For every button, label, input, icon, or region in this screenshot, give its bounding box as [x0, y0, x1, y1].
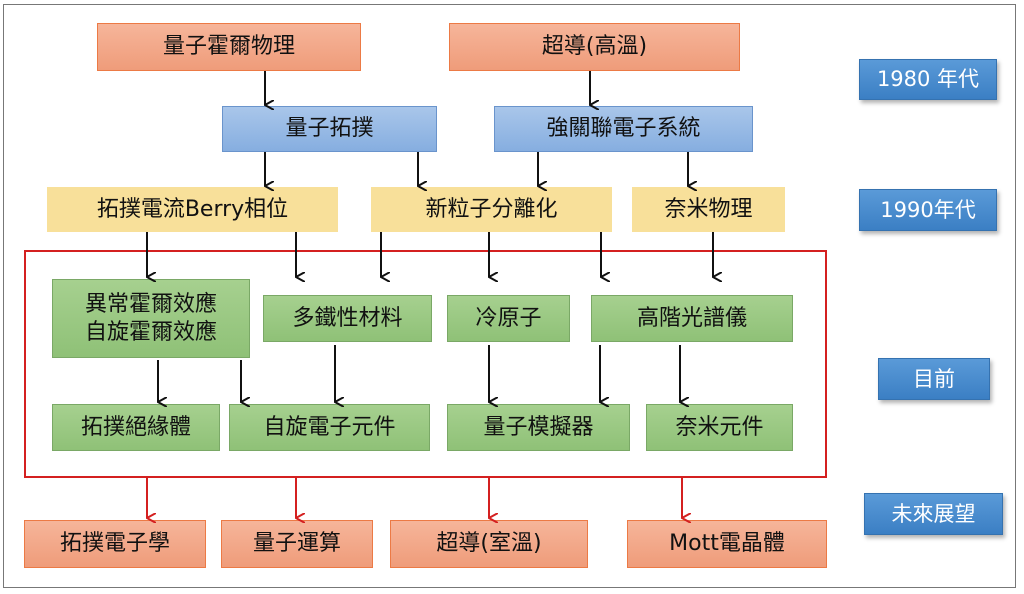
era-current: 目前 — [878, 358, 990, 400]
node-multiferroics: 多鐵性材料 — [263, 295, 432, 342]
diagram-frame — [3, 4, 1016, 588]
node-fractionalization: 新粒子分離化 — [371, 187, 612, 232]
node-nano-devices: 奈米元件 — [646, 404, 793, 451]
node-room-temp-superconductivity: 超導(室溫) — [390, 520, 588, 568]
node-mott-transistor: Mott電晶體 — [627, 520, 827, 568]
era-1980s: 1980 年代 — [859, 59, 997, 100]
era-future: 未來展望 — [864, 493, 1003, 535]
node-quantum-hall-physics: 量子霍爾物理 — [97, 23, 361, 71]
node-high-tc-superconductivity: 超導(高溫) — [449, 23, 740, 71]
node-spintronic-devices: 自旋電子元件 — [229, 404, 430, 451]
node-topological-insulator: 拓撲絕緣體 — [52, 404, 220, 451]
node-cold-atoms: 冷原子 — [447, 295, 570, 342]
current-research-region — [24, 250, 827, 478]
node-strongly-correlated-systems: 強關聯電子系統 — [494, 106, 753, 152]
node-advanced-spectroscopy: 高階光譜儀 — [591, 295, 793, 342]
node-topological-electronics: 拓撲電子學 — [24, 520, 206, 568]
node-anomalous-spin-hall: 異常霍爾效應 自旋霍爾效應 — [52, 279, 250, 358]
label-spin-hall: 自旋霍爾效應 — [84, 319, 217, 345]
node-quantum-simulator: 量子模擬器 — [447, 404, 630, 451]
node-quantum-computing: 量子運算 — [221, 520, 373, 568]
era-1990s: 1990年代 — [859, 189, 997, 231]
node-berry-phase: 拓撲電流Berry相位 — [47, 187, 338, 232]
node-quantum-topology: 量子拓撲 — [222, 106, 437, 152]
node-nano-physics: 奈米物理 — [632, 187, 785, 232]
label-anomalous-hall: 異常霍爾效應 — [84, 292, 217, 317]
